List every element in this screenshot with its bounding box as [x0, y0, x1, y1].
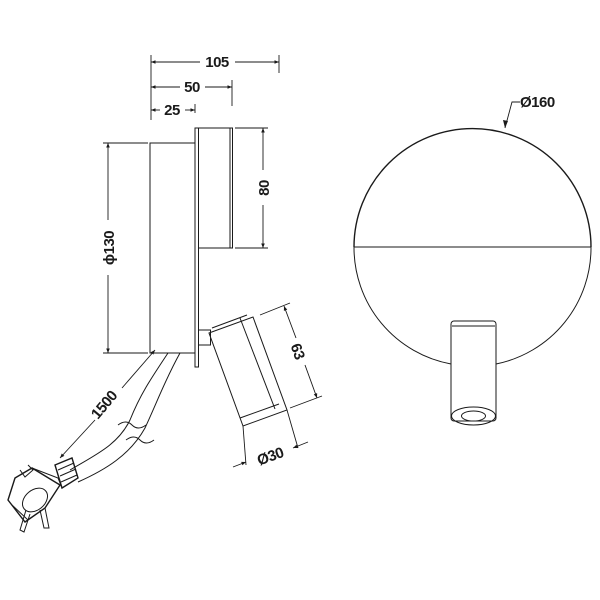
front-view: Ø160: [353, 94, 592, 426]
dimension-label-1500: 1500: [88, 388, 121, 423]
extension-line: [242, 425, 247, 466]
dimension-label-50: 50: [184, 79, 200, 96]
dimension-line-63: [304, 364, 318, 399]
dimension-line-1500: [121, 349, 156, 389]
spot-edge: [239, 317, 276, 410]
leader-line-160: [504, 101, 520, 129]
dimension-label-30: Ø30: [255, 444, 286, 469]
power-cable: [69, 352, 169, 471]
dimension-line-30: [292, 441, 309, 449]
dimension-line-30: [232, 461, 247, 468]
spot-lens-inner: [461, 410, 486, 422]
front-disc-lower: [495, 246, 592, 365]
dimension-label-130: ϕ130: [101, 231, 118, 265]
wall-base: [149, 142, 195, 354]
extension-line: [259, 302, 291, 316]
dimension-line-1500: [59, 419, 96, 459]
cable-break-mark: [125, 436, 155, 444]
spot-stem: [450, 320, 497, 422]
spot-rim: [211, 314, 248, 329]
front-disc-lower: [353, 246, 452, 365]
front-disc-upper: [353, 127, 592, 248]
switch-housing: [198, 127, 233, 249]
extension-line: [286, 409, 299, 449]
spot-lens-outer: [451, 406, 496, 426]
power-cable: [77, 352, 181, 483]
spot-arm: [198, 329, 211, 346]
dimension-label-80: 80: [256, 180, 273, 196]
dimension-label-25: 25: [164, 102, 180, 119]
dimension-label-160: Ø160: [520, 94, 555, 111]
cable-break-mark: [117, 421, 147, 429]
leader-arrow: [503, 120, 508, 128]
mounting-plate: [194, 127, 199, 368]
side-view: 105 50 25 80 ϕ130: [7, 54, 323, 533]
dimension-label-63: 63: [287, 341, 308, 362]
schuko-plug-icon: [7, 457, 79, 533]
dimension-line-63: [283, 305, 297, 339]
dimension-label-105: 105: [205, 54, 229, 71]
spot-lens-ring: [239, 403, 280, 419]
spotlight-body: [208, 316, 288, 427]
